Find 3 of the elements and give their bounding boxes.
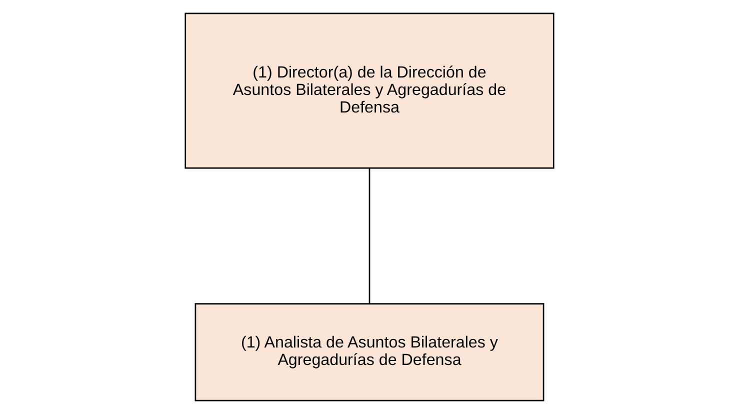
node-box: (1) Director(a) de la Dirección de Asuntos Bilaterales y Agregadurías de Defensa: [184, 12, 554, 169]
node-box: (1) Analista de Asuntos Bilaterales y Agregadurías de Defensa: [194, 303, 544, 402]
connector: [368, 168, 370, 304]
